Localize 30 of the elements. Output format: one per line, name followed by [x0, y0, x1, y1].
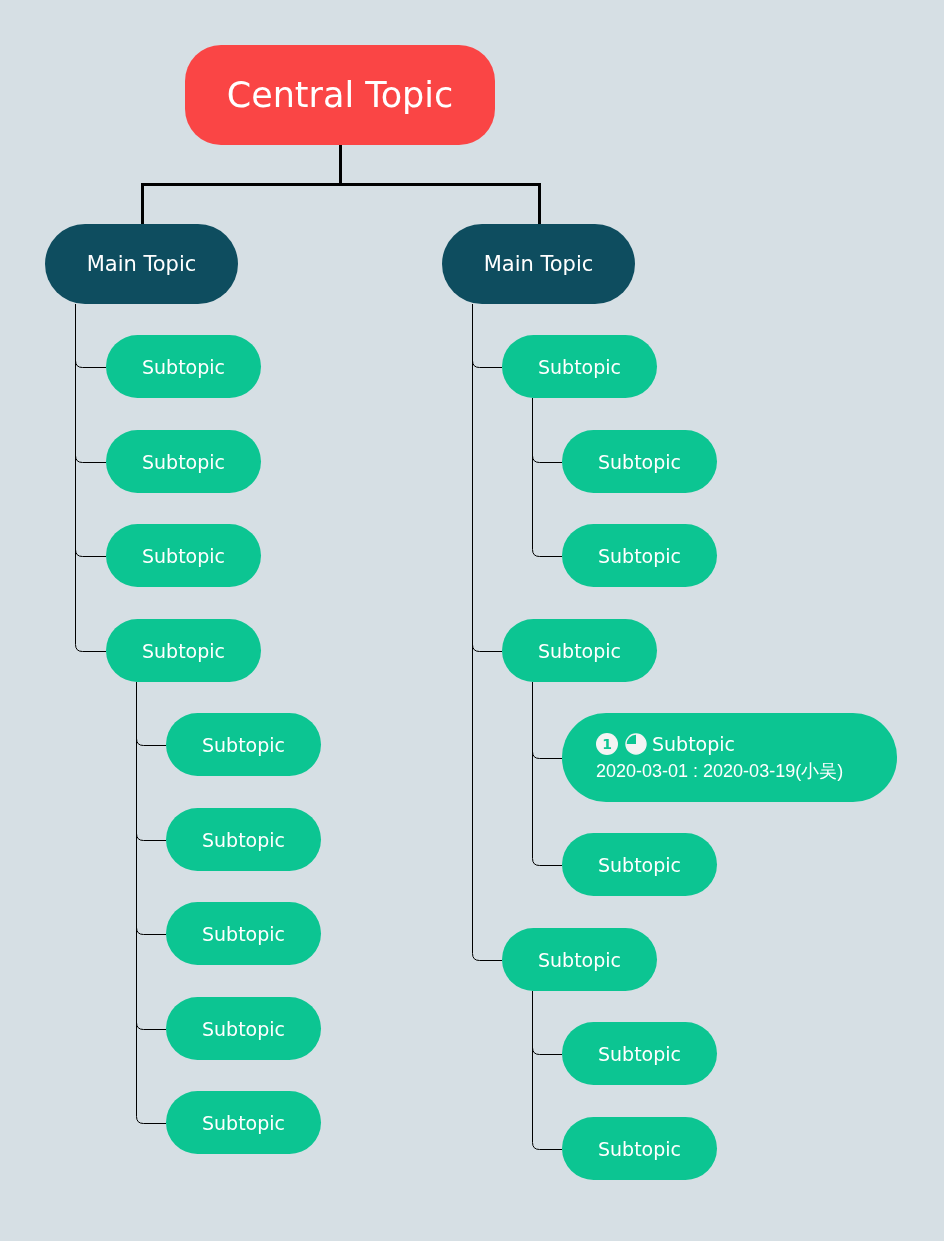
subtopic-node: Subtopic [106, 524, 261, 587]
subtopic-node: Subtopic [166, 902, 321, 965]
subtopic-node: Subtopic [106, 430, 261, 493]
subtopic-node: Subtopic [562, 1117, 717, 1180]
connector-line [141, 143, 541, 226]
connector-line [75, 303, 107, 652]
subtopic-title: Subtopic [652, 732, 736, 755]
subtopic-node: Subtopic [562, 524, 717, 587]
subtopic-node: Subtopic [166, 713, 321, 776]
date-range-text: 2020-03-01 : 2020-03-19(小吴) [596, 759, 844, 783]
subtopic-node: Subtopic [106, 619, 261, 682]
subtopic-node: Subtopic [502, 335, 657, 398]
connector-line [532, 990, 563, 1150]
priority-number: 1 [596, 732, 618, 755]
subtopic-node: Subtopic [502, 928, 657, 991]
subtopic-node: Subtopic [106, 335, 261, 398]
main-topic: Main Topic [45, 224, 238, 304]
subtopic-node: Subtopic [562, 1022, 717, 1085]
subtopic-node: Subtopic [562, 430, 717, 493]
subtopic-node: Subtopic [166, 1091, 321, 1154]
subtopic-node: Subtopic [562, 833, 717, 896]
subtopic-node: Subtopic [502, 619, 657, 682]
connector-line [532, 397, 563, 557]
connector-line [532, 681, 563, 866]
connector-line [472, 303, 503, 961]
connector-line [136, 681, 167, 1124]
subtopic-node: Subtopic [166, 997, 321, 1060]
main-topic: Main Topic [442, 224, 635, 304]
central-topic: Central Topic [185, 45, 495, 145]
subtopic-node: Subtopic [166, 808, 321, 871]
